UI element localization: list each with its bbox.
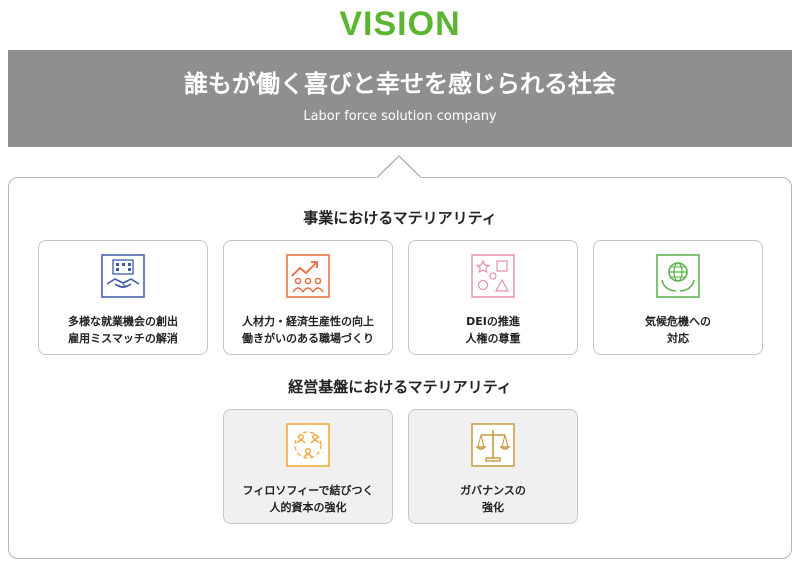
card-label: ガバナンスの 強化 bbox=[460, 484, 526, 514]
speech-pointer bbox=[376, 155, 422, 179]
card-label: 気候危機への 対応 bbox=[645, 315, 711, 345]
growth-people-icon bbox=[286, 254, 330, 298]
vision-statement: 誰もが働く喜びと幸せを感じられる社会 bbox=[184, 70, 616, 98]
materiality-panel bbox=[8, 177, 792, 559]
card-employment: 多様な就業機会の創出 雇用ミスマッチの解消 bbox=[38, 240, 208, 355]
card-climate: 気候危機への 対応 bbox=[593, 240, 763, 355]
people-network-icon bbox=[286, 423, 330, 467]
card-dei: DEIの推進 人権の尊重 bbox=[408, 240, 578, 355]
vision-heading: VISION bbox=[339, 5, 461, 43]
card-label: 多様な就業機会の創出 雇用ミスマッチの解消 bbox=[68, 315, 178, 345]
card-productivity: 人材力・経済生産性の向上 働きがいのある職場づくり bbox=[223, 240, 393, 355]
diverse-shapes-icon bbox=[471, 254, 515, 298]
scales-icon bbox=[471, 423, 515, 467]
card-governance: ガバナンスの 強化 bbox=[408, 409, 578, 524]
globe-hands-icon bbox=[656, 254, 700, 298]
section-title-business: 事業におけるマテリアリティ bbox=[303, 209, 497, 227]
handshake-building-icon bbox=[101, 254, 145, 298]
vision-banner: 誰もが働く喜びと幸せを感じられる社会 Labor force solution … bbox=[8, 50, 792, 147]
card-label: DEIの推進 人権の尊重 bbox=[465, 315, 521, 345]
card-human-capital: フィロソフィーで結びつく 人的資本の強化 bbox=[223, 409, 393, 524]
vision-subtitle: Labor force solution company bbox=[303, 109, 497, 124]
card-label: フィロソフィーで結びつく 人的資本の強化 bbox=[242, 484, 374, 514]
card-label: 人材力・経済生産性の向上 働きがいのある職場づくり bbox=[242, 315, 374, 345]
section-title-management: 経営基盤におけるマテリアリティ bbox=[288, 378, 512, 396]
